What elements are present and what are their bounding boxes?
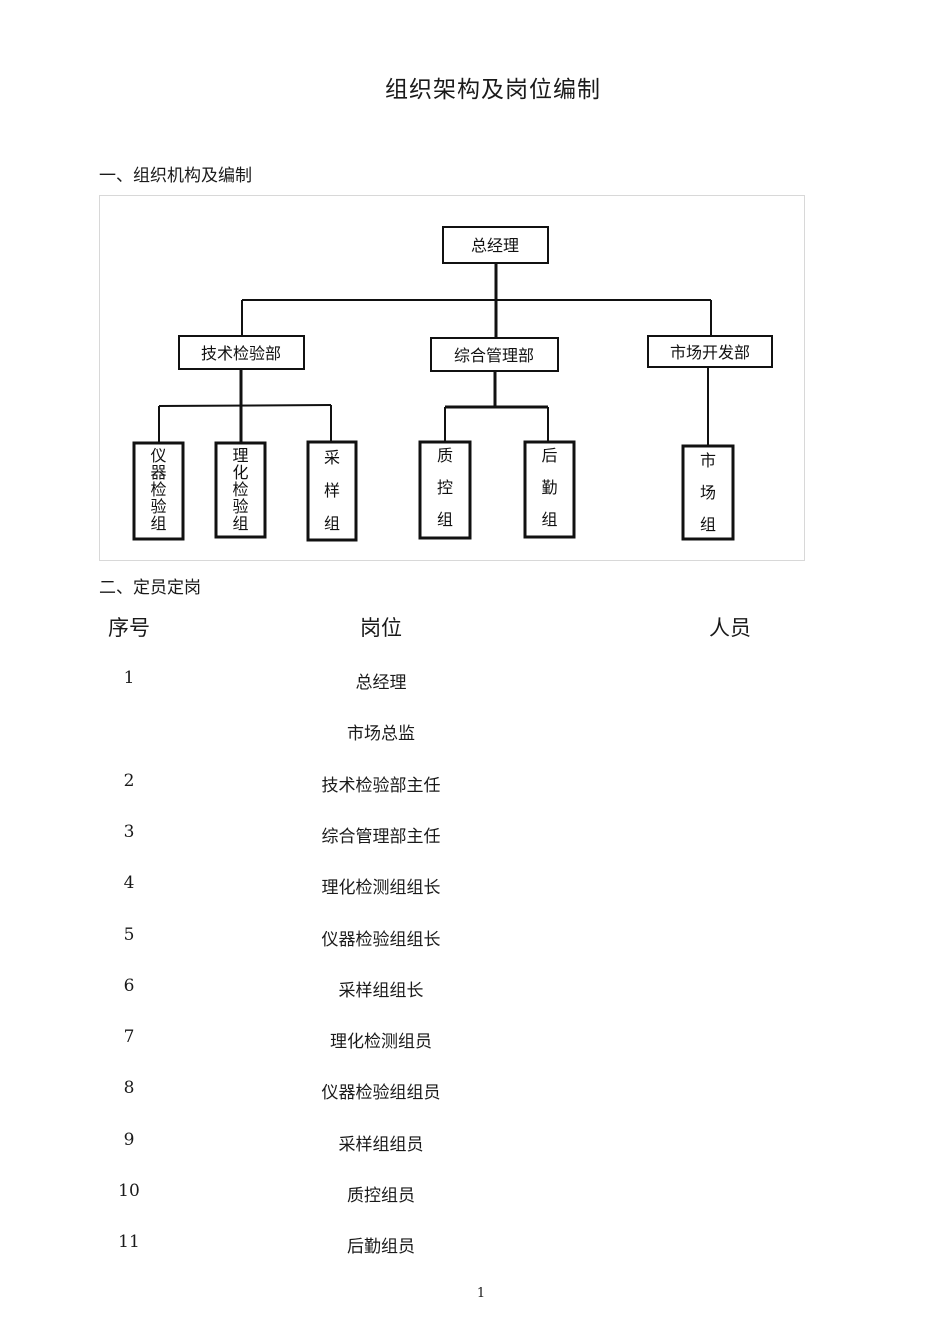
- row-position: 理化检测组员: [330, 1032, 432, 1053]
- section-heading-staffing: 二、定员定岗: [99, 578, 201, 598]
- row-number: 9: [123, 1129, 135, 1150]
- row-position: 采样组组员: [338, 1134, 424, 1155]
- row-number: 11: [118, 1232, 140, 1253]
- org-node-sampling-group: 采样组: [306, 440, 358, 542]
- org-connectors: [158, 264, 712, 446]
- row-position: 理化检测组组长: [321, 878, 441, 899]
- table-row: 3 综合管理部主任: [0, 822, 950, 852]
- row-position: 市场总监: [347, 724, 415, 745]
- org-node-label: 仪器检验组: [150, 446, 166, 533]
- table-row: 9 采样组组员: [0, 1130, 950, 1160]
- org-chart: 总经理 技术检验部 综合管理部 市场开发部 仪器检验组 理化检验组 采样组 质控组 后勤…: [99, 195, 805, 561]
- org-chart-svg: 总经理 技术检验部 综合管理部 市场开发部 仪器检验组 理化检验组 采样组 质控组 后勤…: [132, 226, 773, 542]
- row-number: 1: [123, 668, 135, 688]
- table-row: 8 仪器检验组组员: [0, 1078, 950, 1108]
- row-number: 10: [118, 1181, 140, 1201]
- org-node-label: 理化检验组: [232, 446, 248, 533]
- org-node-label: 市场开发部: [670, 343, 750, 362]
- row-position: 综合管理部主任: [321, 826, 441, 847]
- table-row: 10 质控组员: [0, 1181, 950, 1211]
- table-row: 市场总监: [0, 719, 950, 749]
- column-header-person: 人员: [709, 616, 751, 640]
- org-node-general-manager: 总经理: [442, 226, 549, 264]
- org-node-label: 后勤组: [541, 446, 557, 529]
- column-header-position: 岗位: [360, 616, 402, 640]
- org-node-tech-dept: 技术检验部: [178, 335, 305, 370]
- org-node-label: 综合管理部: [454, 346, 534, 365]
- section-heading-org: 一、组织机构及编制: [99, 166, 252, 186]
- org-node-logistics-group: 后勤组: [523, 440, 576, 539]
- org-node-instrument-group: 仪器检验组: [132, 441, 185, 541]
- row-number: 2: [123, 770, 135, 791]
- org-node-qc-group: 质控组: [418, 440, 472, 540]
- org-node-physchem-group: 理化检验组: [214, 441, 267, 539]
- row-position: 质控组员: [347, 1186, 415, 1206]
- org-node-admin-dept: 综合管理部: [430, 337, 559, 372]
- org-node-market-group: 市场组: [681, 444, 735, 541]
- table-row: 11 后勤组员: [0, 1232, 950, 1262]
- org-node-market-dept: 市场开发部: [647, 335, 773, 368]
- row-position: 仪器检验组组长: [321, 929, 441, 950]
- org-node-label: 质控组: [437, 446, 453, 529]
- row-position: 仪器检验组组员: [321, 1083, 441, 1104]
- org-node-label: 技术检验部: [201, 344, 281, 363]
- table-row: 1 总经理: [0, 668, 950, 698]
- page-number: 1: [476, 1286, 486, 1301]
- table-row: 2 技术检验部主任: [0, 771, 950, 801]
- row-number: 5: [123, 924, 135, 945]
- row-position: 总经理: [355, 673, 407, 693]
- table-row: 4 理化检测组组长: [0, 873, 950, 903]
- row-number: 3: [123, 821, 135, 842]
- row-position: 技术检验部主任: [321, 775, 441, 796]
- column-header-no: 序号: [108, 616, 150, 640]
- row-number: 6: [123, 975, 135, 996]
- org-node-label: 总经理: [471, 236, 519, 255]
- row-number: 4: [123, 873, 135, 894]
- table-row: 6 采样组组长: [0, 976, 950, 1006]
- table-row: 5 仪器检验组组长: [0, 925, 950, 955]
- row-number: 7: [123, 1027, 135, 1048]
- org-groups: 仪器检验组 理化检验组 采样组 质控组 后勤组 市场组: [132, 440, 735, 542]
- org-node-label: 采样组: [324, 448, 340, 533]
- org-node-label: 市场组: [700, 451, 716, 534]
- row-number: 8: [123, 1078, 135, 1099]
- page-title: 组织架构及岗位编制: [385, 77, 601, 103]
- row-position: 采样组组长: [338, 980, 424, 1001]
- row-position: 后勤组员: [347, 1237, 415, 1258]
- table-row: 7 理化检测组员: [0, 1027, 950, 1057]
